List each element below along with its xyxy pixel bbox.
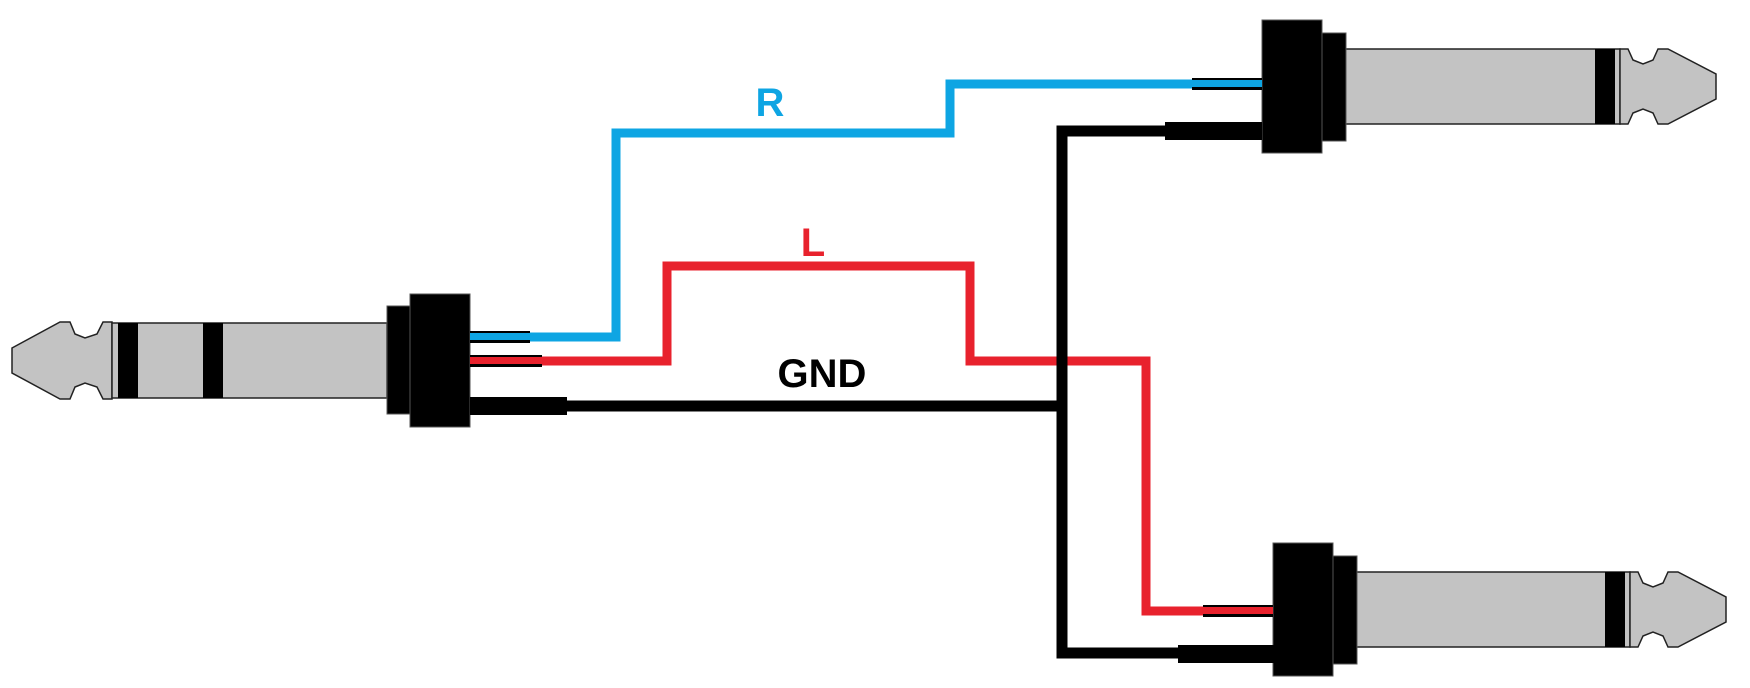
plug-collar: [386, 305, 412, 415]
plug-body: [409, 293, 471, 428]
wire-stub-right-core: [470, 333, 530, 340]
ground-label: GND: [778, 352, 867, 396]
right-channel-label: R: [756, 81, 785, 125]
plug-ring-band: [1605, 572, 1625, 647]
plug-sleeve: [1344, 48, 1621, 125]
wire-stub-ground: [1178, 645, 1275, 663]
trs-stereo-plug: [11, 293, 567, 428]
plug-tip: [1629, 571, 1727, 648]
plug-ring-band: [203, 323, 223, 398]
plug-ring-band: [1595, 49, 1615, 124]
wire-stub-right-core: [1192, 80, 1262, 87]
wire-stub-ground: [470, 397, 567, 415]
plug-sleeve: [1354, 571, 1631, 648]
right-channel-wire: [470, 79, 1205, 342]
wire-stub-left-core: [1203, 607, 1273, 614]
left-channel-wire: [470, 261, 1275, 616]
plug-sleeve: [111, 322, 388, 399]
plug-tip: [11, 321, 113, 400]
wire-stub-ground: [1165, 122, 1262, 140]
plug-body: [1272, 542, 1334, 677]
ts-mono-plug-left: [1178, 542, 1727, 677]
ts-mono-plug-right: [1165, 19, 1717, 154]
ground-wire-branch: [1056, 125, 1265, 659]
left-channel-label: L: [801, 221, 825, 265]
plug-collar: [1330, 555, 1358, 665]
wire-stub-left-core: [470, 357, 542, 364]
plug-body: [1261, 19, 1323, 154]
plug-ring-band: [118, 323, 138, 398]
plug-collar: [1319, 32, 1347, 142]
plug-tip: [1619, 48, 1717, 125]
